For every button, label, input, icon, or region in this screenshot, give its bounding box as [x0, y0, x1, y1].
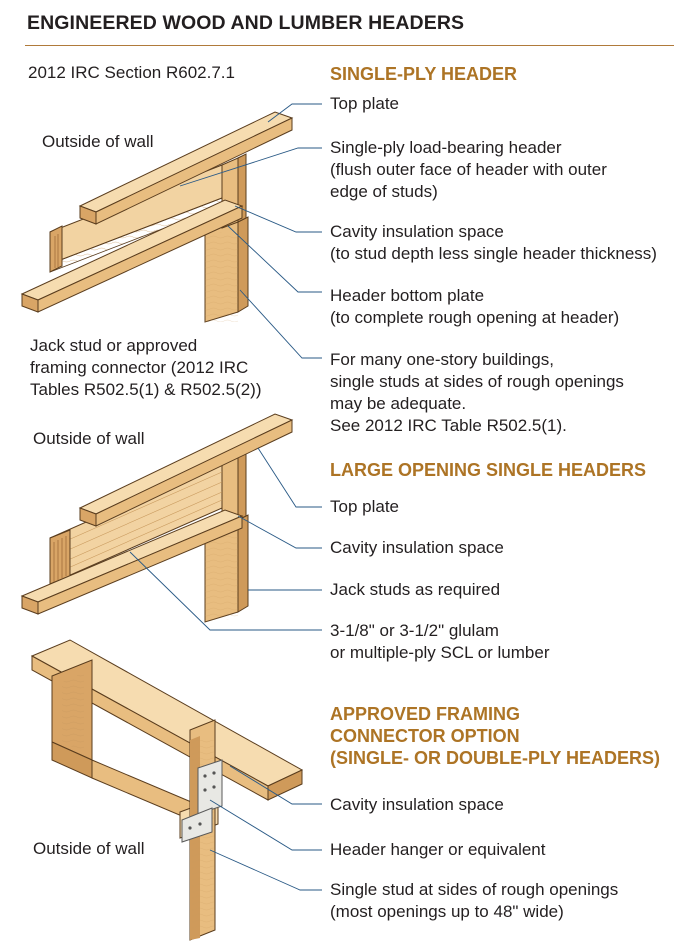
callout-header-bottom-plate: Header bottom plate (to complete rough o…	[330, 285, 619, 329]
callout-line: Cavity insulation space	[330, 222, 504, 241]
single-ply-header-diagram	[20, 103, 322, 359]
header-hanger	[181, 759, 223, 843]
top-plate-2	[78, 413, 294, 527]
jack-stud-label-line: framing connector (2012 IRC	[30, 358, 249, 377]
jack-stud-label: Jack stud or approved framing connector …	[30, 335, 262, 401]
page-title: ENGINEERED WOOD AND LUMBER HEADERS	[27, 12, 465, 34]
callout-line: (to stud depth less single header thickn…	[330, 244, 657, 263]
single-ply-header	[49, 164, 223, 273]
leader-lines-3	[209, 765, 322, 891]
connector-option-diagram	[30, 639, 322, 941]
callout-line: may be adequate.	[330, 394, 467, 413]
heading-line: CONNECTOR OPTION	[330, 726, 520, 746]
callout-line: Top plate	[330, 94, 399, 113]
callout-top-plate-2: Top plate	[330, 496, 399, 518]
heading-line: (SINGLE- OR DOUBLE-PLY HEADERS)	[330, 748, 661, 768]
leader-lines-1	[179, 103, 322, 359]
outside-of-wall-label-2: Outside of wall	[33, 429, 145, 448]
callout-line: See 2012 IRC Table R502.5(1).	[330, 416, 567, 435]
code-reference: 2012 IRC Section R602.7.1	[28, 63, 235, 82]
callout-single-stud: Single stud at sides of rough openings (…	[330, 879, 618, 923]
callout-line: Top plate	[330, 497, 399, 516]
outside-of-wall-label-1: Outside of wall	[42, 132, 154, 151]
callout-line: single studs at sides of rough openings	[330, 372, 624, 391]
callout-line: Single-ply load-bearing header	[330, 138, 562, 157]
callout-line: or multiple-ply SCL or lumber	[330, 643, 550, 662]
callout-cavity-insulation-3: Cavity insulation space	[330, 794, 504, 816]
large-opening-heading: LARGE OPENING SINGLE HEADERS	[330, 460, 647, 480]
callout-line: (to complete rough opening at header)	[330, 308, 620, 327]
callout-line: Jack studs as required	[330, 580, 501, 599]
top-plate-1	[78, 111, 294, 225]
title-divider	[25, 45, 674, 46]
callout-cavity-insulation-2: Cavity insulation space	[330, 537, 504, 559]
callout-line: (flush outer face of header with outer	[330, 160, 607, 179]
leader-lines-2	[129, 447, 322, 631]
outside-of-wall-label-3: Outside of wall	[33, 839, 145, 858]
header-bottom-plate-1	[20, 199, 244, 313]
connector-option-heading: APPROVED FRAMING CONNECTOR OPTION (SINGL…	[330, 703, 660, 769]
callout-line: edge of studs)	[330, 182, 438, 201]
callout-one-story-note: For many one-story buildings, single stu…	[330, 349, 624, 437]
callout-line: Single stud at sides of rough openings	[330, 880, 619, 899]
callout-line: Cavity insulation space	[330, 795, 504, 814]
callout-single-ply-header: Single-ply load-bearing header (flush ou…	[330, 137, 607, 203]
callout-top-plate-1: Top plate	[330, 93, 399, 115]
callout-jack-studs: Jack studs as required	[330, 579, 500, 601]
heading-line: APPROVED FRAMING	[330, 704, 521, 724]
callout-line: Header hanger or equivalent	[330, 840, 546, 859]
king-stud-2	[221, 450, 247, 527]
callout-cavity-insulation-1: Cavity insulation space (to stud depth l…	[330, 221, 657, 265]
callout-line: Header bottom plate	[330, 286, 485, 305]
jack-stud-1	[204, 216, 249, 323]
callout-glulam: 3-1/8" or 3-1/2" glulam or multiple-ply …	[330, 620, 550, 664]
jack-stud-label-line: Tables R502.5(1) & R502.5(2))	[30, 380, 262, 399]
callout-line: (most openings up to 48" wide)	[330, 902, 564, 921]
large-opening-header-diagram	[20, 413, 322, 631]
single-ply-heading: SINGLE-PLY HEADER	[330, 64, 518, 84]
callout-line: Cavity insulation space	[330, 538, 504, 557]
callout-header-hanger: Header hanger or equivalent	[330, 839, 545, 861]
callout-line: For many one-story buildings,	[330, 350, 554, 369]
jack-stud-2	[204, 514, 249, 623]
bottom-plate-2	[20, 509, 244, 615]
jack-stud-label-line: Jack stud or approved	[30, 336, 198, 355]
callout-line: 3-1/8" or 3-1/2" glulam	[330, 621, 499, 640]
